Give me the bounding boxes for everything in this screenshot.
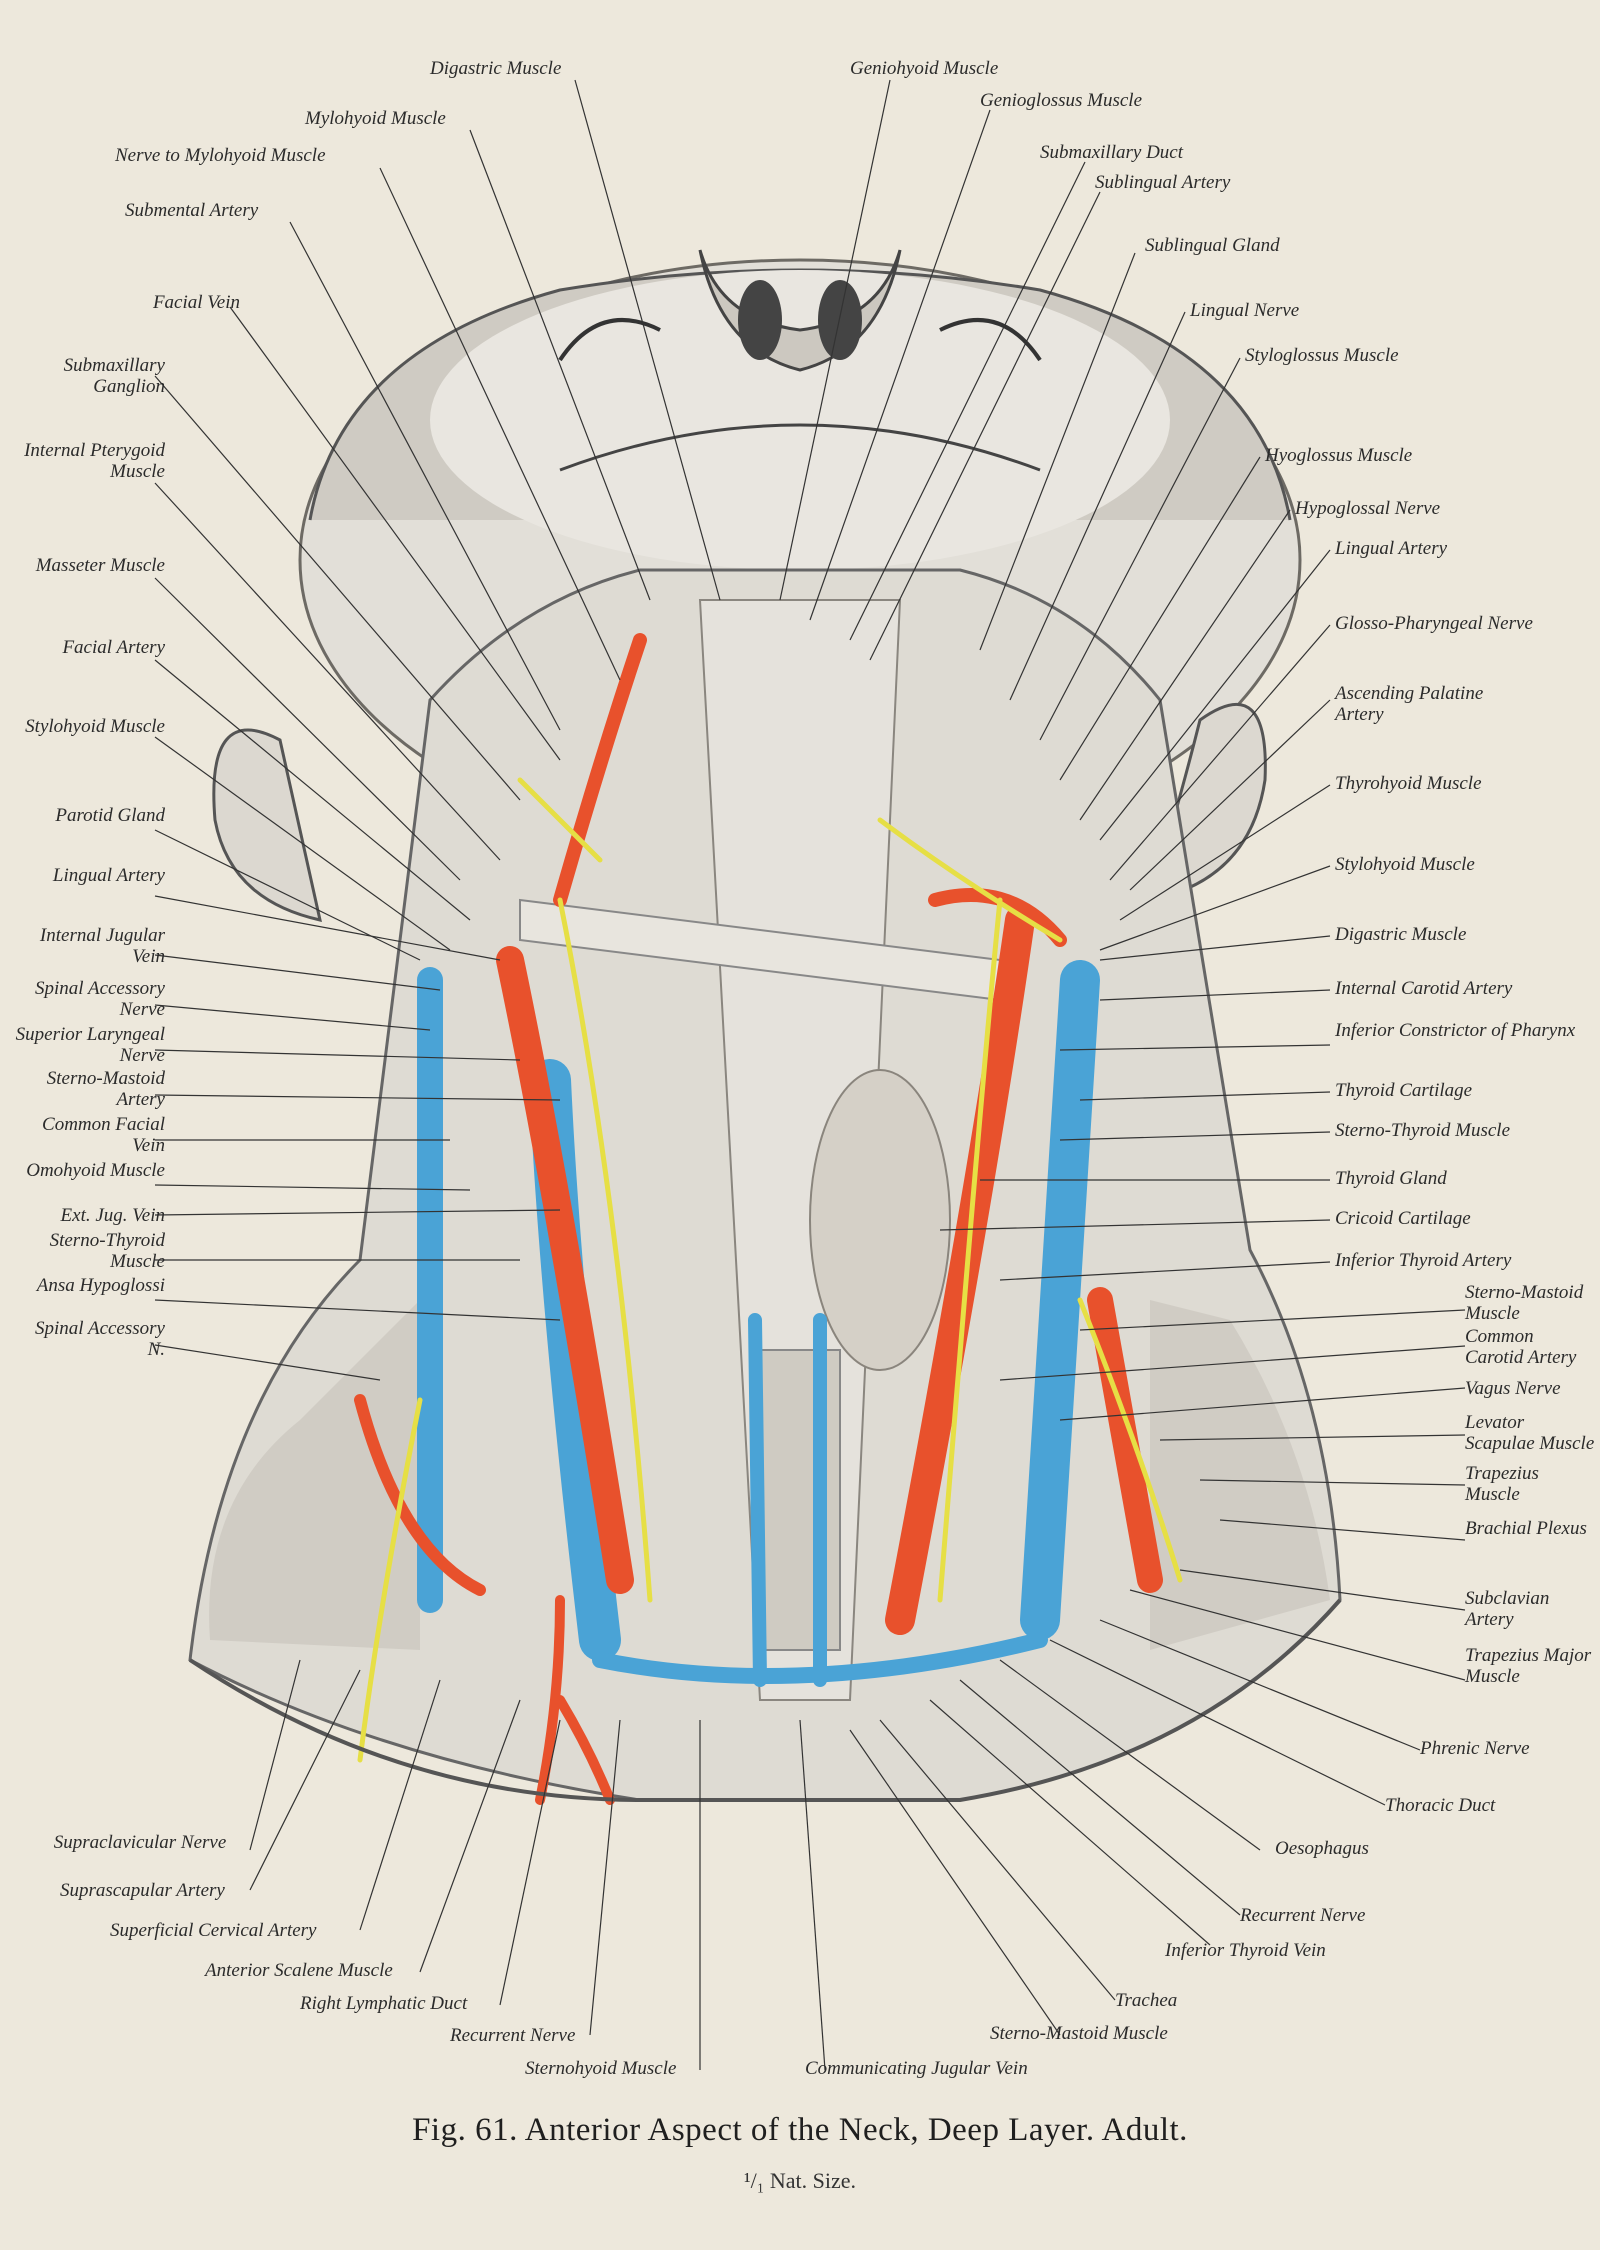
label-ascending-palatine-artery: Ascending Palatine Artery: [1335, 683, 1484, 725]
label-suprascapular-artery: Suprascapular Artery: [60, 1880, 225, 1901]
label-lingual-artery-left: Lingual Artery: [52, 865, 165, 886]
label-internal-jugular-vein: Internal Jugular Vein: [39, 925, 165, 967]
label-styloglossus-muscle: Styloglossus Muscle: [1245, 345, 1399, 366]
figure-scale: ¹/₁ Nat. Size.: [743, 2168, 857, 2193]
label-subclavian-artery: Subclavian Artery: [1465, 1588, 1550, 1630]
label-digastric-muscle-right: Digastric Muscle: [1335, 924, 1467, 945]
label-facial-vein: Facial Vein: [152, 292, 240, 313]
label-right-lymphatic-duct: Right Lymphatic Duct: [300, 1993, 468, 2014]
label-stylohyoid-muscle-right: Stylohyoid Muscle: [1335, 854, 1475, 875]
label-recurrent-nerve-right: Recurrent Nerve: [1240, 1905, 1366, 1926]
label-sterno-mastoid-muscle-right: Sterno-Mastoid Muscle: [1465, 1282, 1584, 1324]
nerves: [357, 777, 1183, 1763]
label-trapezius-major-muscle: Trapezius Major Muscle: [1465, 1645, 1592, 1687]
label-internal-carotid-artery: Internal Carotid Artery: [1335, 978, 1513, 999]
label-submaxillary-ganglion: Submaxillary Ganglion: [63, 355, 165, 397]
label-submaxillary-duct: Submaxillary Duct: [1040, 142, 1184, 163]
label-sterno-thyroid-right: Sterno-Thyroid Muscle: [1335, 1120, 1511, 1141]
label-lingual-nerve: Lingual Nerve: [1190, 300, 1300, 321]
label-thyrohyoid-muscle: Thyrohyoid Muscle: [1335, 773, 1482, 794]
label-ansa-hypoglossi: Ansa Hypoglossi: [36, 1275, 165, 1296]
label-lingual-artery-right: Lingual Artery: [1335, 538, 1448, 559]
label-stylohyoid-muscle-left: Stylohyoid Muscle: [25, 716, 165, 737]
label-cricoid-cartilage: Cricoid Cartilage: [1335, 1208, 1471, 1229]
label-sublingual-gland: Sublingual Gland: [1145, 235, 1280, 256]
label-spinal-accessory-n: Spinal Accessory N.: [35, 1318, 165, 1360]
label-thyroid-cartilage: Thyroid Cartilage: [1335, 1080, 1473, 1101]
label-mylohyoid-muscle: Mylohyoid Muscle: [305, 108, 446, 129]
label-digastric-muscle: Digastric Muscle: [430, 58, 562, 79]
label-recurrent-nerve-left: Recurrent Nerve: [450, 2025, 576, 2046]
label-sterno-mastoid-artery: Sterno-Mastoid Artery: [46, 1068, 165, 1110]
label-glosso-pharyngeal-nerve: Glosso-Pharyngeal Nerve: [1335, 613, 1533, 634]
label-superficial-cervical-artery: Superficial Cervical Artery: [110, 1920, 317, 1941]
label-brachial-plexus: Brachial Plexus: [1465, 1518, 1587, 1539]
label-nerve-to-mylohyoid: Nerve to Mylohyoid Muscle: [115, 145, 326, 166]
label-phrenic-nerve: Phrenic Nerve: [1420, 1738, 1530, 1759]
label-hypoglossal-nerve: Hypoglossal Nerve: [1295, 498, 1441, 519]
label-supraclavicular-nerve: Supraclavicular Nerve: [53, 1832, 227, 1853]
figure-caption: Fig. 61. Anterior Aspect of the Neck, De…: [412, 2112, 1188, 2148]
label-common-carotid-artery: Common Carotid Artery: [1465, 1326, 1577, 1368]
label-hyoglossus-muscle: Hyoglossus Muscle: [1265, 445, 1413, 466]
leader-lines: [154, 79, 1466, 2071]
label-levator-scapulae: Levator Scapulae Muscle: [1465, 1412, 1595, 1454]
label-submental-artery: Submental Artery: [125, 200, 259, 221]
label-facial-artery: Facial Artery: [62, 637, 165, 658]
label-vagus-nerve: Vagus Nerve: [1465, 1378, 1561, 1399]
label-sternohyoid-muscle: Sternohyoid Muscle: [525, 2058, 677, 2079]
label-genioglossus-muscle: Genioglossus Muscle: [980, 90, 1143, 111]
label-sublingual-artery: Sublingual Artery: [1095, 172, 1231, 193]
label-sterno-thyroid-left: Sterno-Thyroid Muscle: [49, 1230, 165, 1272]
label-trapezius-muscle: Trapezius Muscle: [1465, 1463, 1539, 1505]
label-spinal-accessory-nerve: Spinal Accessory Nerve: [35, 978, 165, 1020]
label-oesophagus: Oesophagus: [1275, 1838, 1369, 1859]
label-sterno-mastoid-muscle-bottom: Sterno-Mastoid Muscle: [990, 2023, 1168, 2044]
label-anterior-scalene: Anterior Scalene Muscle: [205, 1960, 393, 1981]
label-inferior-thyroid-vein: Inferior Thyroid Vein: [1165, 1940, 1326, 1961]
label-geniohyoid-muscle: Geniohyoid Muscle: [850, 58, 999, 79]
label-inferior-constrictor: Inferior Constrictor of Pharynx: [1335, 1020, 1576, 1041]
label-thoracic-duct: Thoracic Duct: [1385, 1795, 1496, 1816]
label-omohyoid-muscle: Omohyoid Muscle: [26, 1160, 165, 1181]
label-masseter-muscle: Masseter Muscle: [35, 555, 165, 576]
label-thyroid-gland: Thyroid Gland: [1335, 1168, 1447, 1189]
label-communicating-jugular-vein: Communicating Jugular Vein: [805, 2058, 1028, 2079]
label-ext-jug-vein: Ext. Jug. Vein: [60, 1205, 165, 1226]
label-inferior-thyroid-artery: Inferior Thyroid Artery: [1335, 1250, 1512, 1271]
label-common-facial-vein: Common Facial Vein: [42, 1114, 165, 1156]
label-internal-pterygoid: Internal Pterygoid Muscle: [24, 440, 165, 482]
label-parotid-gland: Parotid Gland: [55, 805, 165, 826]
label-trachea: Trachea: [1115, 1990, 1178, 2011]
label-superior-laryngeal-nerve: Superior Laryngeal Nerve: [15, 1024, 165, 1066]
